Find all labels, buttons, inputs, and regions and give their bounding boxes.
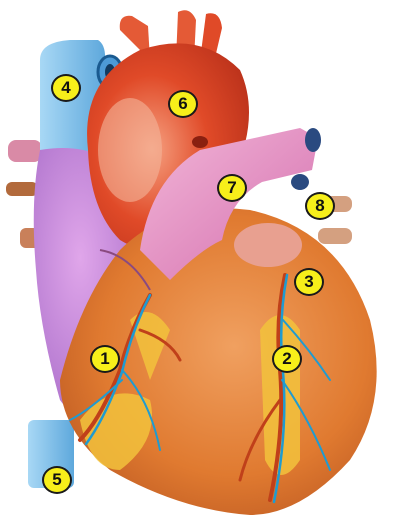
marker-7: 7 (217, 174, 247, 202)
marker-8: 8 (305, 192, 335, 220)
marker-5: 5 (42, 466, 72, 494)
marker-1: 1 (90, 345, 120, 373)
left-atrium (234, 223, 302, 267)
marker-4: 4 (51, 74, 81, 102)
marker-3: 3 (294, 268, 324, 296)
marker-2: 2 (272, 345, 302, 373)
marker-6: 6 (168, 90, 198, 118)
